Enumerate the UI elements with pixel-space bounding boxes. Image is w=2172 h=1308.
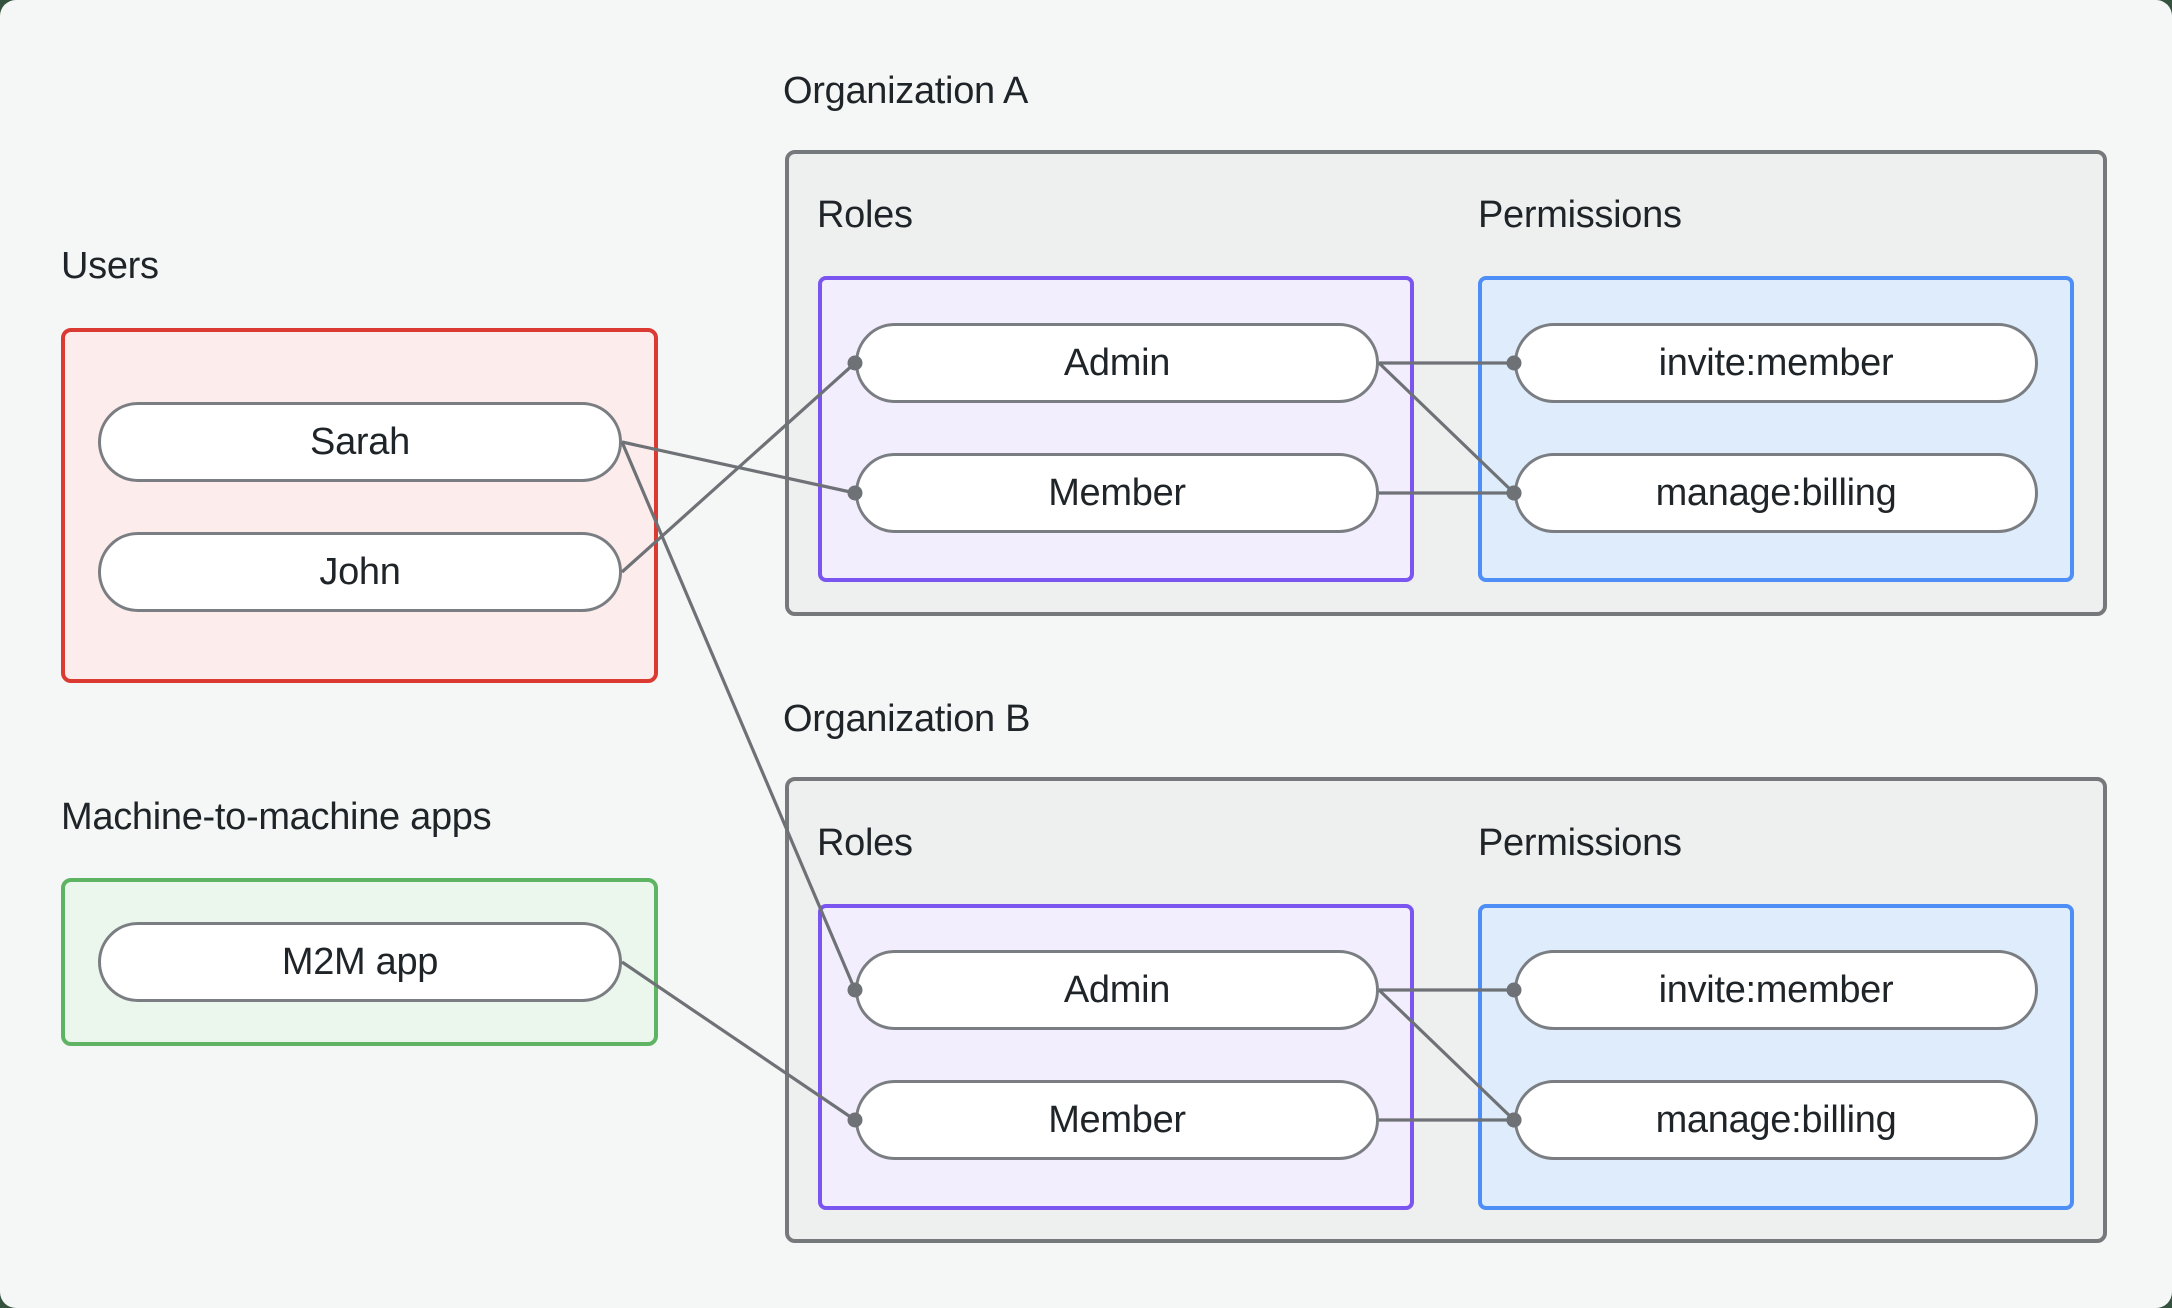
org-a-permission-manage-billing: manage:billing <box>1514 453 2038 533</box>
org-a-label: Organization A <box>783 70 1029 112</box>
org-b-permissions-label: Permissions <box>1478 822 1682 864</box>
org-a-roles-box <box>818 276 1414 582</box>
user-node-sarah: Sarah <box>98 402 622 482</box>
user-node-john: John <box>98 532 622 612</box>
org-a-role-member: Member <box>855 453 1379 533</box>
org-a-permissions-label: Permissions <box>1478 194 1682 236</box>
users-group-label: Users <box>61 245 159 287</box>
org-b-role-member: Member <box>855 1080 1379 1160</box>
org-a-permission-invite-member: invite:member <box>1514 323 2038 403</box>
org-a-role-admin: Admin <box>855 323 1379 403</box>
m2m-app-node: M2M app <box>98 922 622 1002</box>
org-b-permission-manage-billing: manage:billing <box>1514 1080 2038 1160</box>
org-a-permissions-box <box>1478 276 2074 582</box>
org-b-label: Organization B <box>783 698 1031 740</box>
org-b-permission-invite-member: invite:member <box>1514 950 2038 1030</box>
users-group-box <box>61 328 658 683</box>
org-b-role-admin: Admin <box>855 950 1379 1030</box>
org-b-roles-label: Roles <box>817 822 913 864</box>
m2m-group-label: Machine-to-machine apps <box>61 796 492 838</box>
org-a-roles-label: Roles <box>817 194 913 236</box>
